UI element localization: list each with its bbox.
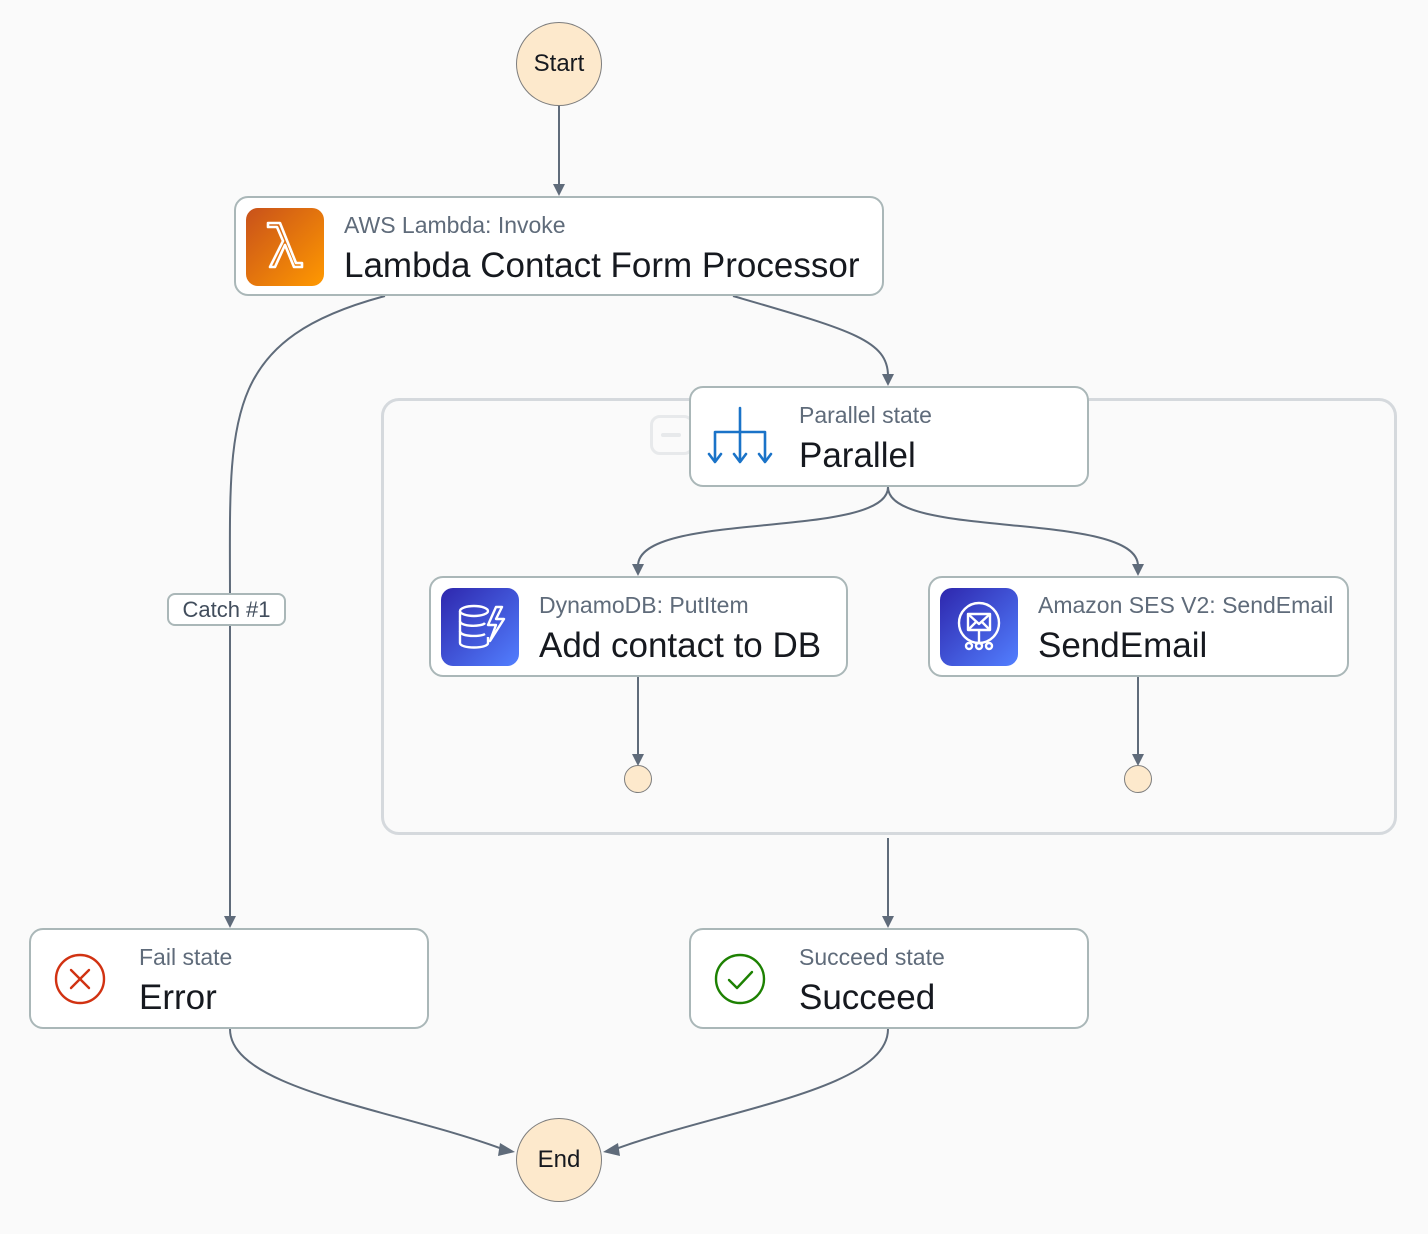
succeed-check-icon <box>701 940 779 1018</box>
dynamodb-subtitle: DynamoDB: PutItem <box>539 592 749 618</box>
parallel-state-node[interactable]: Parallel state Parallel <box>689 386 1089 487</box>
edge-parallel-ses <box>887 486 1139 567</box>
edge-lambda-fail <box>228 295 386 918</box>
fail-subtitle: Fail state <box>139 944 233 970</box>
fail-state-node[interactable]: Fail state Error <box>29 928 429 1029</box>
fail-title: Error <box>139 978 217 1017</box>
ses-subtitle: Amazon SES V2: SendEmail <box>1038 592 1334 618</box>
end-node[interactable]: End <box>516 1118 602 1202</box>
succeed-title: Succeed <box>799 978 936 1017</box>
parallel-subtitle: Parallel state <box>799 402 932 428</box>
dynamodb-icon <box>441 588 519 666</box>
lambda-title: Lambda Contact Form Processor <box>344 246 860 285</box>
lambda-icon <box>246 208 324 286</box>
collapse-toggle-button[interactable] <box>650 415 694 455</box>
dynamodb-title: Add contact to DB <box>539 626 822 665</box>
start-label: Start <box>533 50 585 77</box>
start-node[interactable]: Start <box>516 22 602 106</box>
parallel-title: Parallel <box>799 436 916 475</box>
ses-branch-end-dot <box>1124 765 1152 793</box>
succeed-subtitle: Succeed state <box>799 944 945 970</box>
parallel-icon <box>701 398 779 476</box>
edge-lambda-parallel <box>732 295 889 377</box>
lambda-state-node[interactable]: AWS Lambda: Invoke Lambda Contact Form P… <box>234 196 884 296</box>
edge-succeed-end <box>612 1028 889 1151</box>
dynamodb-state-node[interactable]: DynamoDB: PutItem Add contact to DB <box>429 576 848 677</box>
succeed-state-node[interactable]: Succeed state Succeed <box>689 928 1089 1029</box>
ses-icon <box>940 588 1018 666</box>
lambda-subtitle: AWS Lambda: Invoke <box>344 212 566 238</box>
catch-label[interactable]: Catch #1 <box>167 593 286 626</box>
end-label: End <box>537 1146 581 1173</box>
catch-label-text: Catch #1 <box>182 596 271 622</box>
fail-x-icon <box>41 940 119 1018</box>
dynamodb-branch-end-dot <box>624 765 652 793</box>
edge-fail-end <box>229 1028 506 1151</box>
ses-title: SendEmail <box>1038 626 1208 665</box>
edge-parallel-dynamodb <box>637 486 889 567</box>
ses-state-node[interactable]: Amazon SES V2: SendEmail SendEmail <box>928 576 1349 677</box>
